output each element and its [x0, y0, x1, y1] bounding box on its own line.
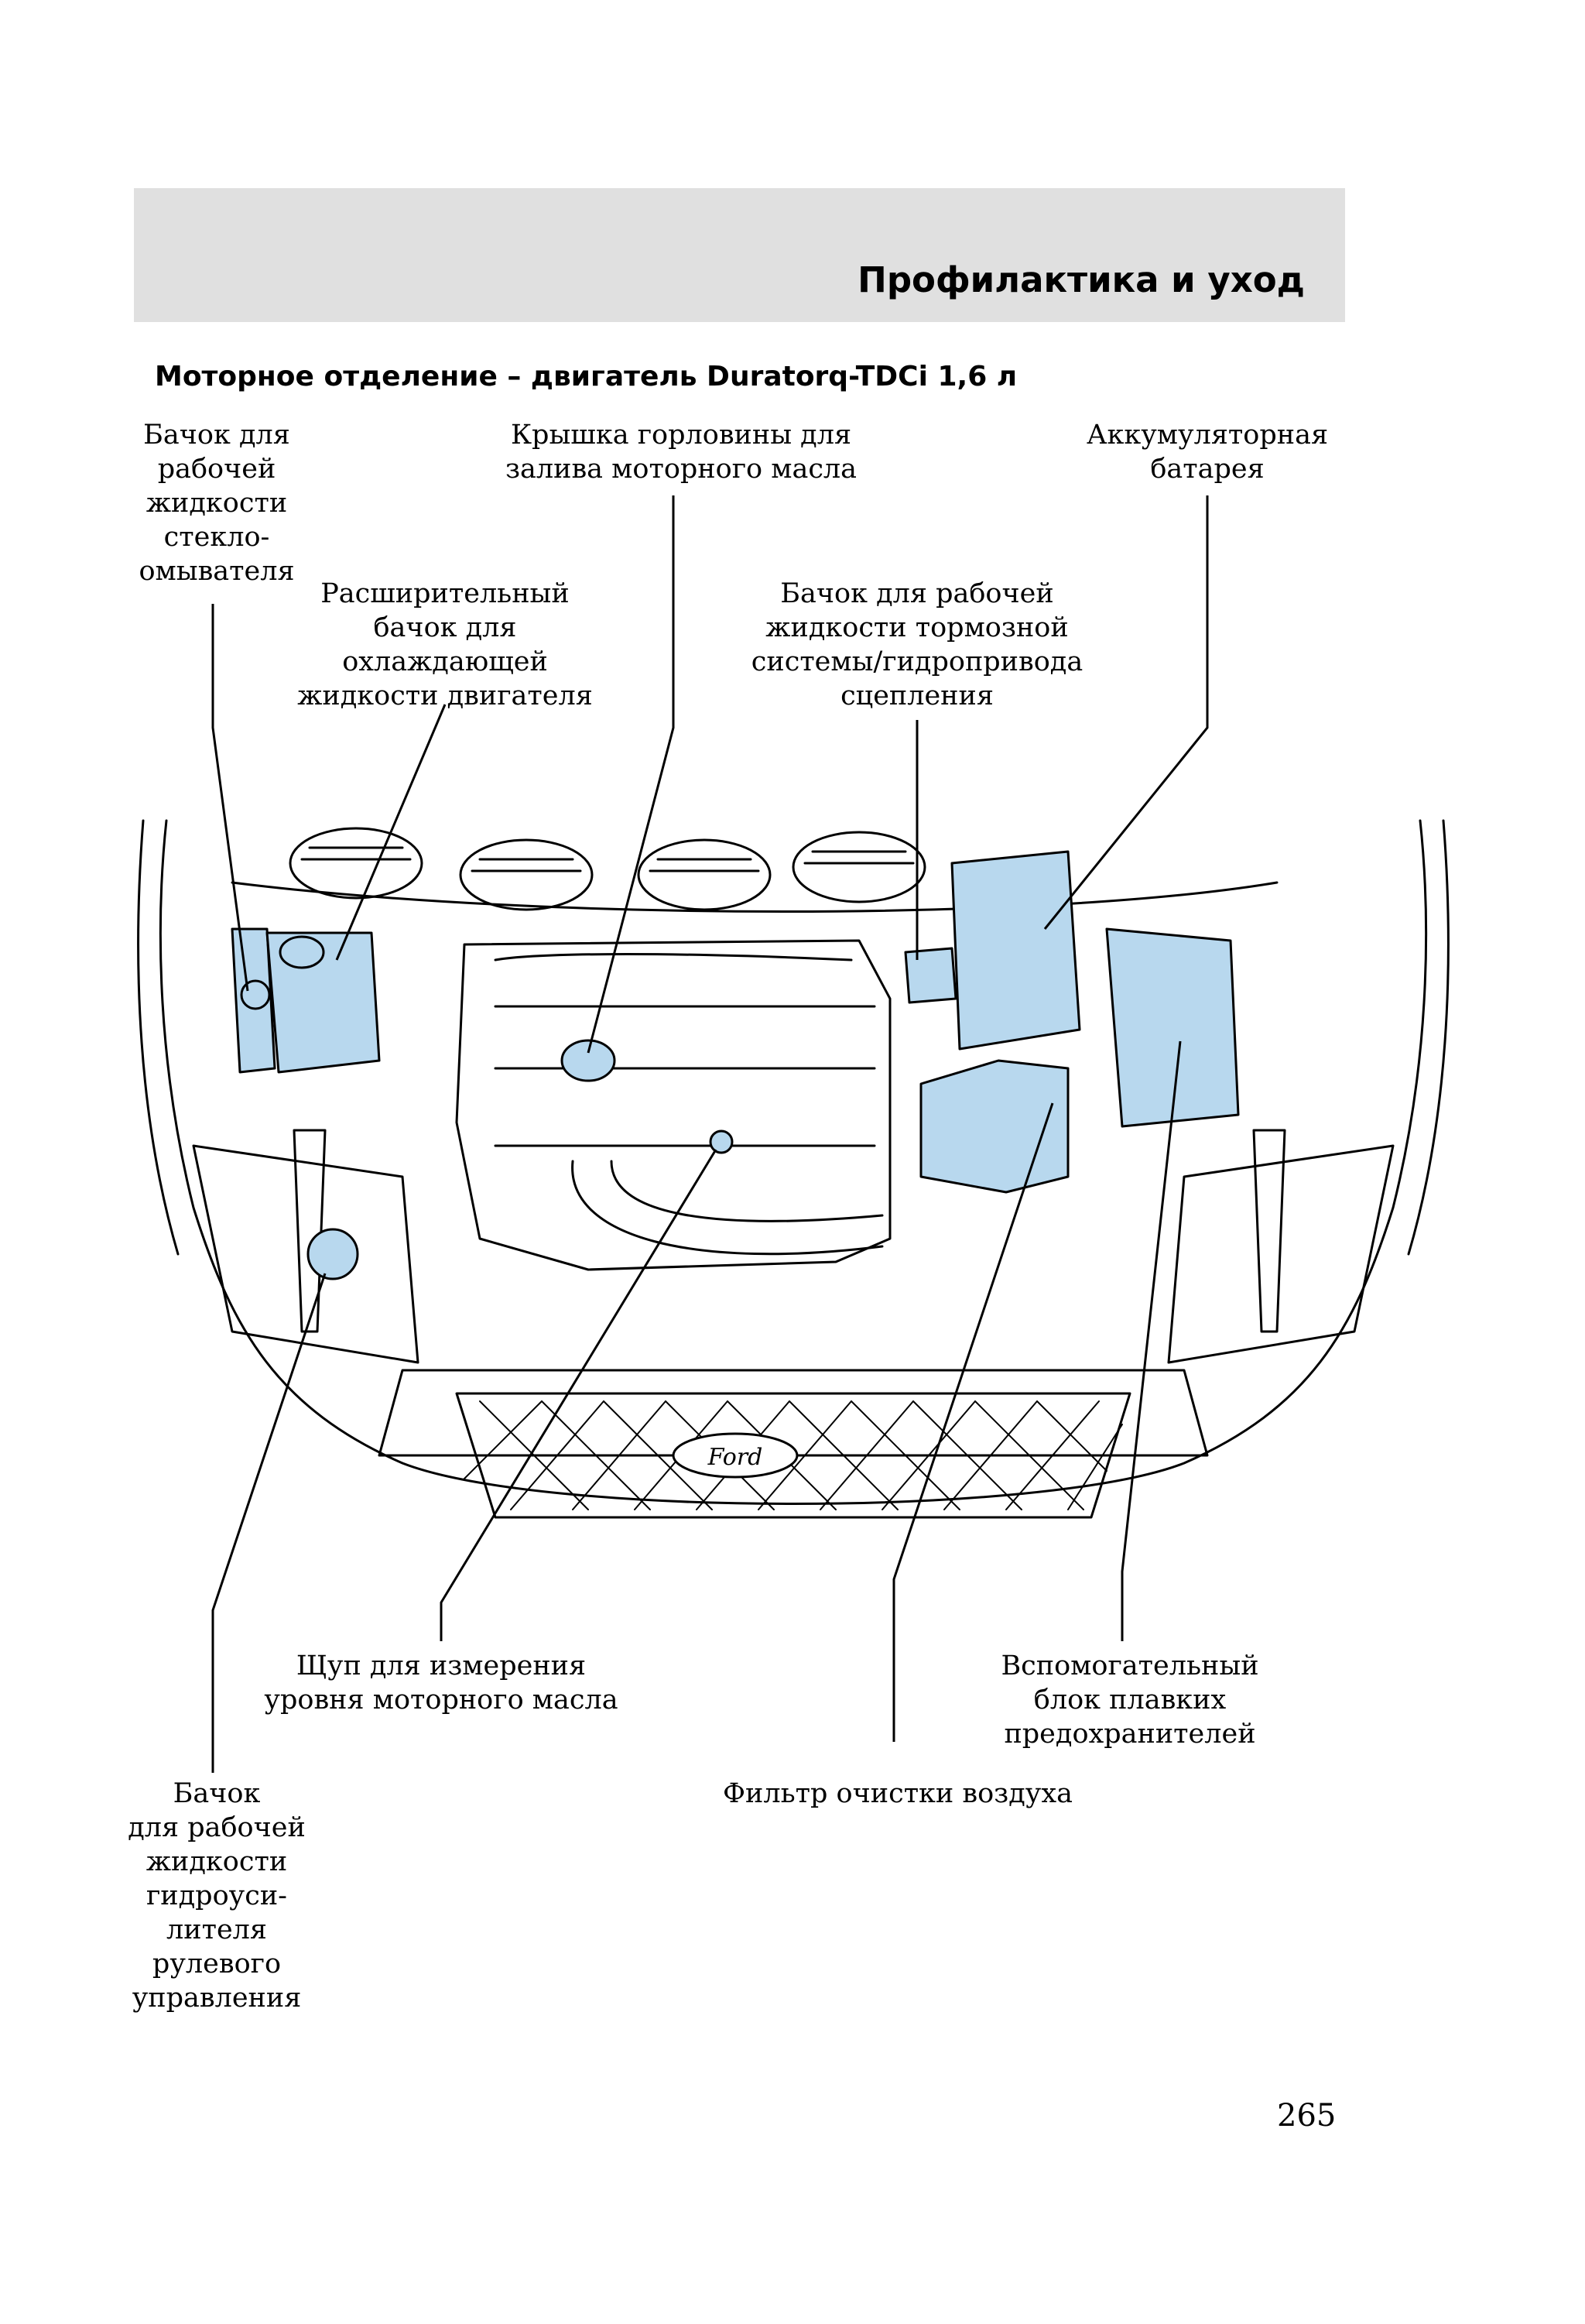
leader-washer — [211, 604, 249, 992]
callout-washer-reservoir: Бачок для рабочей жидкости стекло- омыва… — [139, 420, 295, 587]
car-body-outline — [159, 819, 1428, 1505]
callout-brake-fluid: Бачок для рабочей жидкости тормозной сис… — [751, 578, 1083, 711]
leader-oil-cap — [587, 495, 675, 1054]
strut-left — [293, 1129, 327, 1333]
leader-battery — [1043, 495, 1209, 930]
callout-oil-filler-cap: Крышка горловины для залива моторного ма… — [505, 420, 858, 485]
headlight-right — [1167, 1144, 1395, 1364]
callout-coolant-tank: Расширительный бачок для охлаждающей жид… — [297, 578, 593, 711]
ford-badge-text: Ford — [707, 1444, 763, 1471]
leader-power-steering — [211, 1273, 327, 1773]
ford-grille-badge — [672, 1432, 799, 1479]
cowl-vents — [289, 827, 926, 911]
engine-block — [455, 939, 892, 1271]
power-steering-cap-shape — [306, 1228, 359, 1280]
battery-shape — [950, 850, 1081, 1051]
callout-aux-fuse-box: Вспомогательный блок плавких предохранит… — [1001, 1650, 1259, 1750]
page-number: 265 — [1277, 2098, 1337, 2134]
leader-coolant — [335, 704, 447, 961]
section-title: Моторное отделение – двигатель Duratorq-… — [155, 361, 1018, 392]
leader-fuse — [1121, 1040, 1182, 1641]
air-filter-shape — [919, 1059, 1070, 1194]
grille — [455, 1392, 1131, 1519]
chapter-title: Профилактика и уход — [858, 259, 1305, 300]
brake-reservoir-shape — [904, 947, 957, 1004]
leader-dipstick — [440, 1149, 717, 1641]
callout-power-steering: Бачок для рабочей жидкости гидроуси- лит… — [128, 1778, 306, 2014]
strut-right — [1252, 1129, 1286, 1333]
intake-pipe — [571, 1160, 884, 1256]
hood-line-right — [1407, 819, 1450, 1256]
leader-air-filter — [892, 1102, 1054, 1742]
hood-line-left — [137, 819, 180, 1256]
headlight-left — [192, 1144, 419, 1364]
front-bumper — [378, 1369, 1209, 1457]
callout-battery: Аккумуляторная батарея — [1086, 420, 1329, 485]
fuse-box-shape — [1105, 927, 1240, 1128]
dipstick-handle-shape — [709, 1129, 734, 1154]
oil-filler-cap-shape — [560, 1039, 616, 1082]
chapter-header-band: Профилактика и уход — [134, 188, 1345, 322]
callout-oil-dipstick: Щуп для измерения уровня моторного масла — [264, 1650, 618, 1716]
bulkhead — [231, 881, 1279, 913]
callout-air-filter: Фильтр очистки воздуха — [722, 1778, 1073, 1809]
